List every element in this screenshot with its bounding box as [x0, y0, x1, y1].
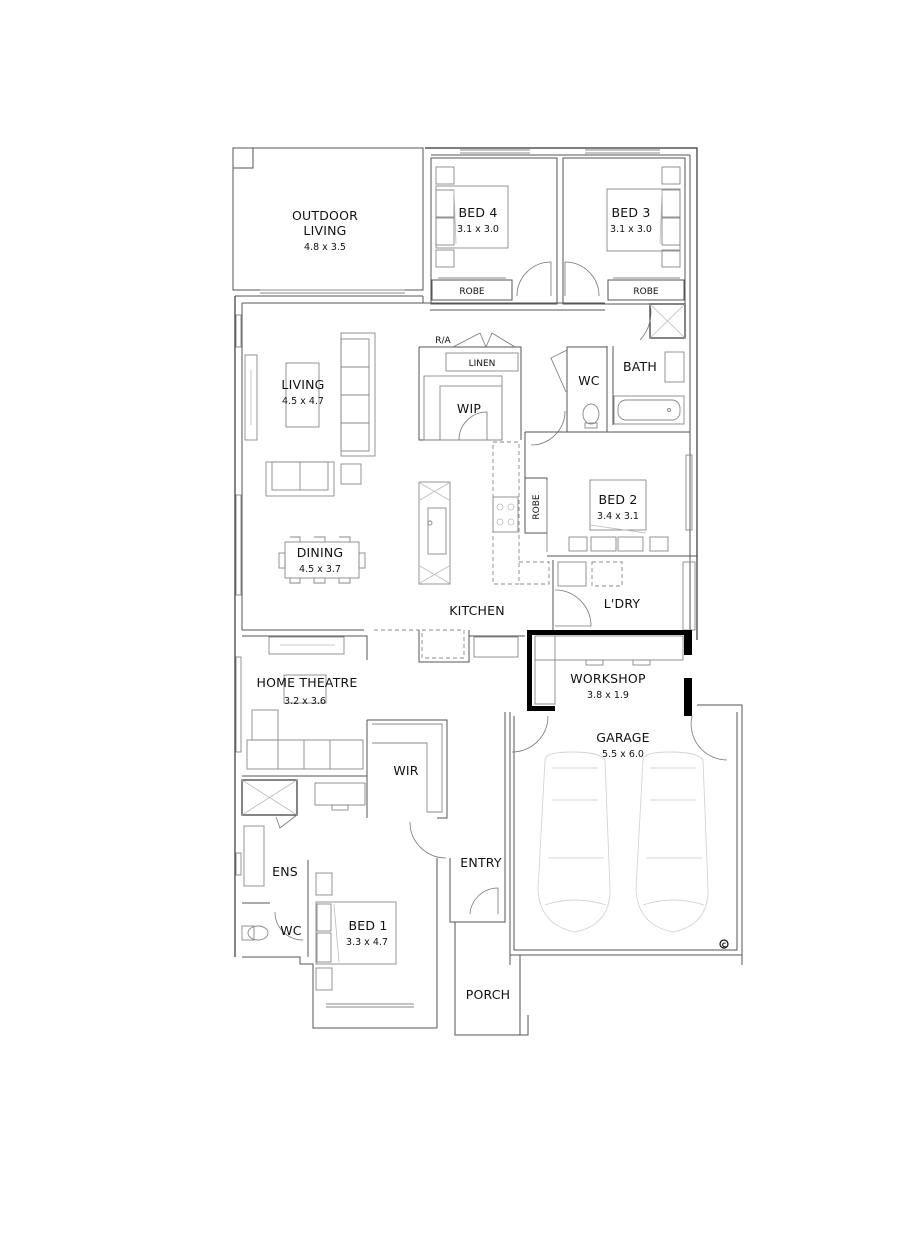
bed-1-dims: 3.3 x 4.7 — [346, 937, 388, 948]
bed-4-label: BED 4 — [458, 205, 497, 220]
living-dining — [244, 332, 376, 584]
bath-label: BATH — [623, 359, 657, 374]
bedrooms-north — [430, 149, 686, 305]
kitchen — [242, 441, 697, 663]
dining-label: DINING — [297, 545, 344, 560]
workshop-label: WORKSHOP — [570, 671, 646, 686]
robe-bed4-label: ROBE — [459, 287, 485, 297]
porch-label: PORCH — [466, 987, 511, 1002]
outdoor-living-dims: 4.8 x 3.5 — [304, 242, 346, 253]
bed-2-label: BED 2 — [598, 492, 637, 507]
hall-wet-areas — [418, 302, 690, 446]
linen-label: LINEN — [469, 359, 496, 369]
bed-1-label: BED 1 — [348, 918, 387, 933]
robe-bed2-label: ROBE — [532, 494, 542, 520]
bed-4-dims: 3.1 x 3.0 — [457, 224, 499, 235]
bed-2-dims: 3.4 x 3.1 — [597, 511, 639, 522]
garage — [509, 704, 743, 1035]
copyright-mark: C — [722, 942, 727, 949]
wir-label: WIR — [393, 763, 418, 778]
south-wing — [241, 635, 529, 1036]
kitchen-label: KITCHEN — [449, 603, 505, 618]
garage-label: GARAGE — [596, 730, 650, 745]
home-theatre-dims: 3.2 x 3.6 — [284, 696, 326, 707]
bed-3-label: BED 3 — [611, 205, 650, 220]
room-labels: OUTDOOR LIVING 4.8 x 3.5 BED 4 3.1 x 3.0… — [256, 205, 726, 1002]
laundry-label: L'DRY — [604, 596, 641, 611]
car-right — [635, 751, 709, 933]
outdoor-living-label-2: LIVING — [303, 223, 346, 238]
bed-3-dims: 3.1 x 3.0 — [610, 224, 652, 235]
ra-annotation: R/A — [435, 336, 451, 346]
wc-ens-label: WC — [280, 923, 302, 938]
garage-dims: 5.5 x 6.0 — [602, 749, 644, 760]
workshop-dims: 3.8 x 1.9 — [587, 690, 629, 701]
bed-2-area — [524, 431, 693, 552]
home-theatre-label: HOME THEATRE — [256, 675, 357, 690]
car-left — [537, 751, 611, 933]
wip-label: WIP — [457, 401, 481, 416]
robe-bed3-label: ROBE — [633, 287, 659, 297]
wc-main-label: WC — [578, 373, 600, 388]
workshop-walls — [527, 630, 692, 716]
dining-dims: 4.5 x 3.7 — [299, 564, 341, 575]
living-label: LIVING — [281, 377, 324, 392]
ens-label: ENS — [272, 864, 298, 879]
outdoor-living-label-1: OUTDOOR — [292, 208, 358, 223]
entry-label: ENTRY — [460, 855, 502, 870]
exterior-walls — [232, 147, 698, 957]
living-dims: 4.5 x 4.7 — [282, 396, 324, 407]
